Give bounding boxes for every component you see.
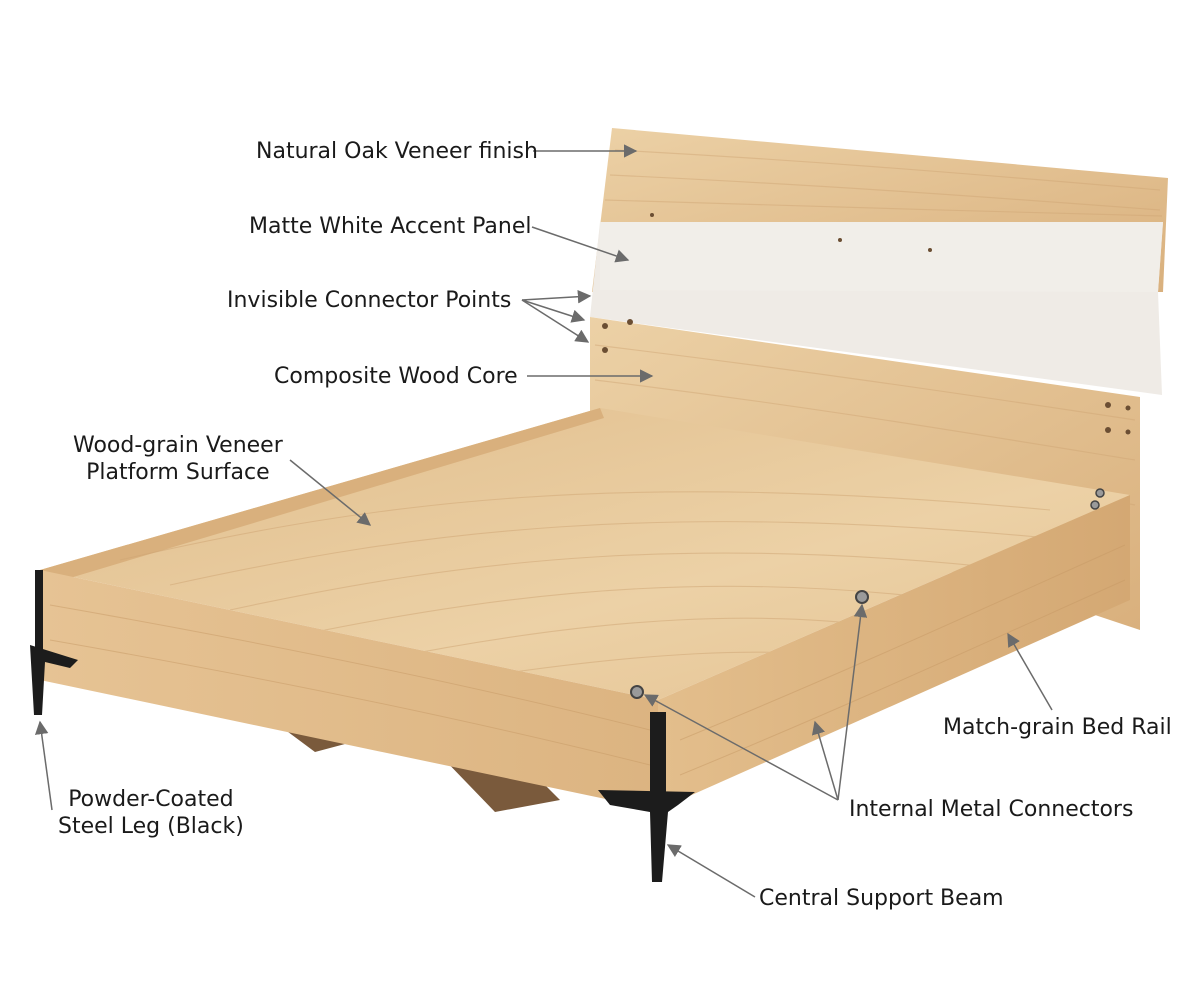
label-bed-rail: Match-grain Bed Rail	[943, 715, 1172, 740]
leader-lines	[34, 144, 1053, 898]
front-rail	[40, 570, 658, 810]
label-oak-veneer: Natural Oak Veneer finish	[256, 139, 538, 164]
platform-surface	[40, 408, 1130, 700]
label-platform-line1: Wood-grain Veneer	[73, 433, 283, 458]
label-white-panel: Matte White Accent Panel	[249, 214, 532, 239]
label-platform-surface: Wood-grain Veneer Platform Surface	[73, 432, 283, 486]
label-leg-line2: Steel Leg (Black)	[58, 814, 244, 839]
steel-leg-front	[598, 712, 695, 882]
label-wood-core: Composite Wood Core	[274, 364, 518, 389]
label-steel-leg: Powder-Coated Steel Leg (Black)	[58, 786, 244, 840]
label-leg-line1: Powder-Coated	[68, 787, 234, 812]
metal-connector-studs	[630, 488, 1105, 699]
steel-leg-left	[30, 570, 78, 715]
label-metal-connectors: Internal Metal Connectors	[849, 797, 1134, 822]
side-rail	[658, 495, 1130, 810]
label-connector-points: Invisible Connector Points	[227, 288, 512, 313]
label-platform-line2: Platform Surface	[86, 460, 270, 485]
label-support-beam: Central Support Beam	[759, 886, 1004, 911]
